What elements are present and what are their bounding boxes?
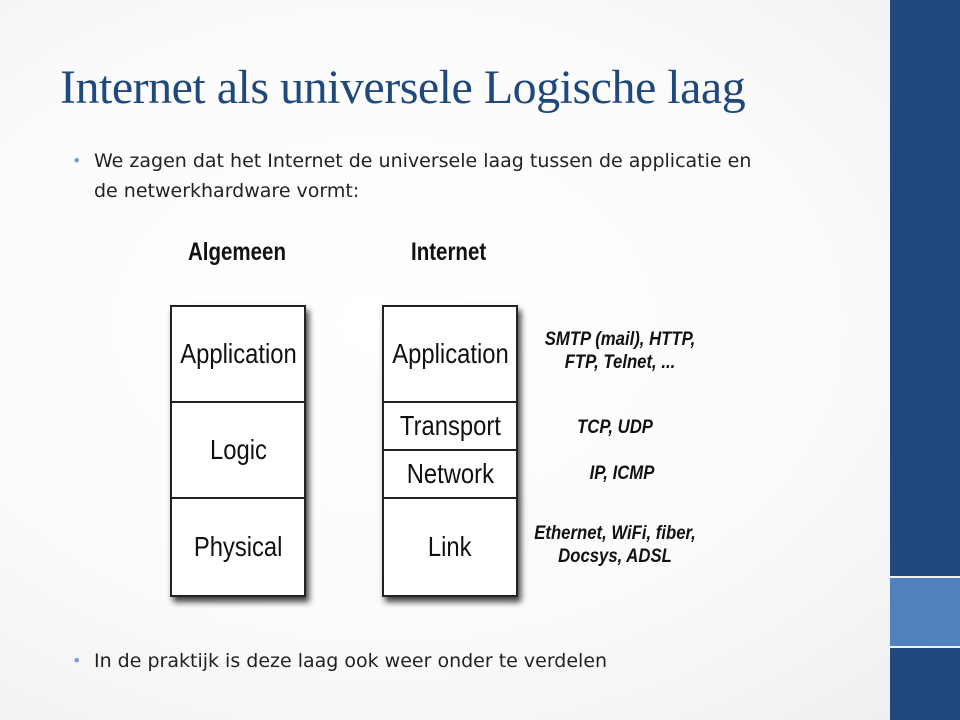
internet-heading: Internet [411,238,487,266]
internet-layer-network: Network [384,451,516,499]
side-bar-accent [890,578,960,646]
bullet-1-text: We zagen dat het Internet de universele … [94,150,752,202]
internet-layer-application: Application [384,307,516,403]
protocols-application: SMTP (mail), HTTP, FTP, Telnet, ... [544,329,696,373]
protocols-link: Ethernet, WiFi, fiber, Docsys, ADSL [534,523,696,567]
slide-title: Internet als universele Logische laag [60,61,746,114]
general-layer-application: Application [172,307,304,403]
general-layer-logic: Logic [172,403,304,499]
bullet-2: • In de praktijk is deze laag ook weer o… [72,646,772,676]
internet-layer-transport: Transport [384,403,516,451]
protocols-network: IP, ICMP [589,463,655,484]
side-bar-top [890,0,960,576]
bullet-2-text: In de praktijk is deze laag ook weer ond… [94,650,608,672]
general-stack: Application Logic Physical [170,305,306,597]
internet-layer-link: Link [428,531,472,562]
bullet-dot-icon: • [72,651,82,670]
side-bar-bottom [890,648,960,720]
bullet-1: • We zagen dat het Internet de universel… [72,146,772,206]
general-layer-physical: Physical [193,531,283,562]
general-heading: Algemeen [188,238,286,266]
internet-stack: Application Transport Network Link [382,305,518,597]
protocols-transport: TCP, UDP [577,417,653,438]
bullet-dot-icon: • [72,151,82,170]
